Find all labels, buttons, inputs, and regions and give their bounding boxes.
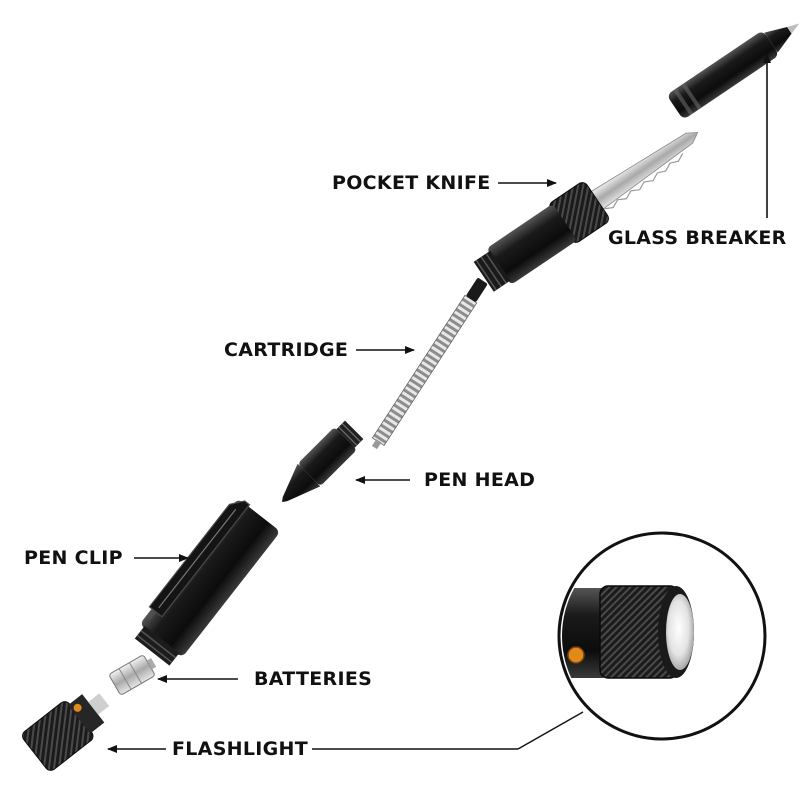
pen-head-part bbox=[282, 420, 364, 502]
pen-clip-label: PEN CLIP bbox=[24, 547, 123, 569]
cartridge-label: CARTRIDGE bbox=[224, 339, 349, 361]
batteries-label: BATTERIES bbox=[254, 668, 373, 690]
pocket-knife-part bbox=[473, 132, 699, 292]
flashlight-zoom-inset bbox=[312, 531, 767, 750]
cartridge-part bbox=[371, 278, 488, 450]
flashlight-part bbox=[22, 693, 110, 771]
glass-breaker-label: GLASS BREAKER bbox=[608, 227, 787, 249]
glass-breaker-part bbox=[668, 23, 800, 118]
batteries-part bbox=[109, 655, 157, 695]
pen-head-label: PEN HEAD bbox=[424, 469, 536, 491]
flashlight-label: FLASHLIGHT bbox=[172, 738, 309, 760]
pocket-knife-label: POCKET KNIFE bbox=[332, 172, 491, 194]
pen-clip-part bbox=[134, 500, 279, 666]
annotation-arrows bbox=[107, 53, 771, 753]
